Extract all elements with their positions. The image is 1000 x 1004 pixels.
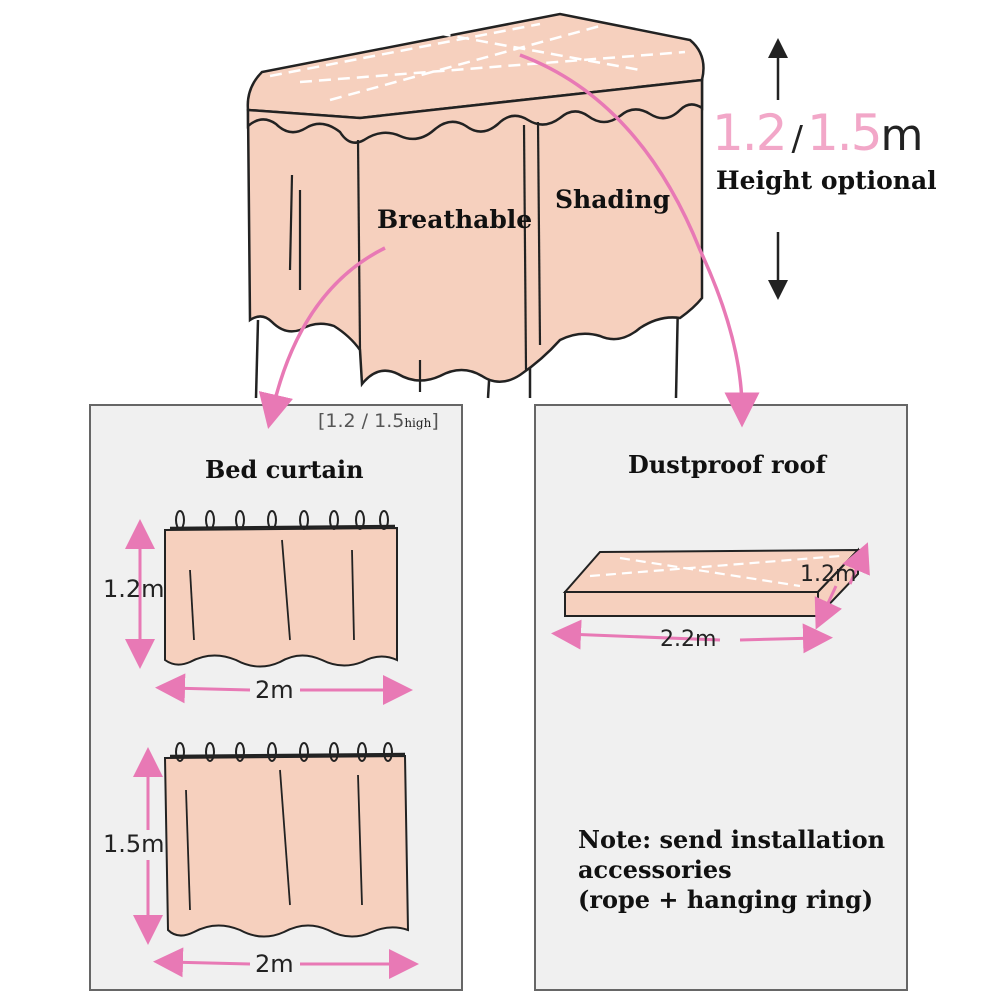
size-note: [1.2 / 1.5high]: [318, 410, 439, 432]
bed-canopy-illustration: [246, 12, 705, 399]
note-line: (rope + hanging ring): [578, 885, 874, 914]
breathable-label: Breathable: [377, 205, 533, 234]
roof-width: 2.2m: [660, 627, 717, 652]
curtain-2-rings: [175, 742, 393, 762]
height-value-a: 1.2: [712, 104, 788, 162]
size-note-sub: high: [404, 416, 432, 430]
curtain-valance: [246, 78, 704, 144]
breathable-pointer: [258, 246, 386, 430]
note-line: Note: send installation: [578, 825, 886, 854]
roof-depth: 1.2m: [800, 562, 857, 587]
roof-drawing: [551, 542, 870, 654]
height-value-b: 1.5: [807, 104, 883, 162]
shading-label: Shading: [555, 185, 671, 214]
height-separator: /: [791, 119, 804, 159]
note-line: accessories: [578, 855, 732, 884]
curtain-1-rings: [175, 510, 389, 530]
installation-note: Note: send installation accessories (rop…: [578, 825, 885, 915]
height-values: 1.2/1.5m: [712, 104, 924, 162]
height-unit: m: [880, 110, 924, 161]
roof-seams: [269, 22, 686, 102]
size-note-close: ]: [431, 410, 439, 432]
curtain-1-height: 1.2m: [103, 575, 165, 603]
curtain-2-height: 1.5m: [103, 830, 165, 858]
curtain-folds: [288, 121, 542, 392]
dustproof-roof-panel: [534, 404, 908, 991]
dustproof-roof-title: Dustproof roof: [628, 450, 826, 479]
height-caption: Height optional: [716, 166, 937, 195]
curtain-2-drawing: [133, 742, 419, 979]
bed-curtain-title: Bed curtain: [205, 455, 364, 484]
size-note-main: [1.2 / 1.5: [318, 410, 405, 432]
shading-pointer: [519, 53, 760, 428]
curtain-1-drawing: [125, 510, 413, 705]
curtain-2-width: 2m: [255, 950, 294, 978]
curtain-1-width: 2m: [255, 676, 294, 704]
